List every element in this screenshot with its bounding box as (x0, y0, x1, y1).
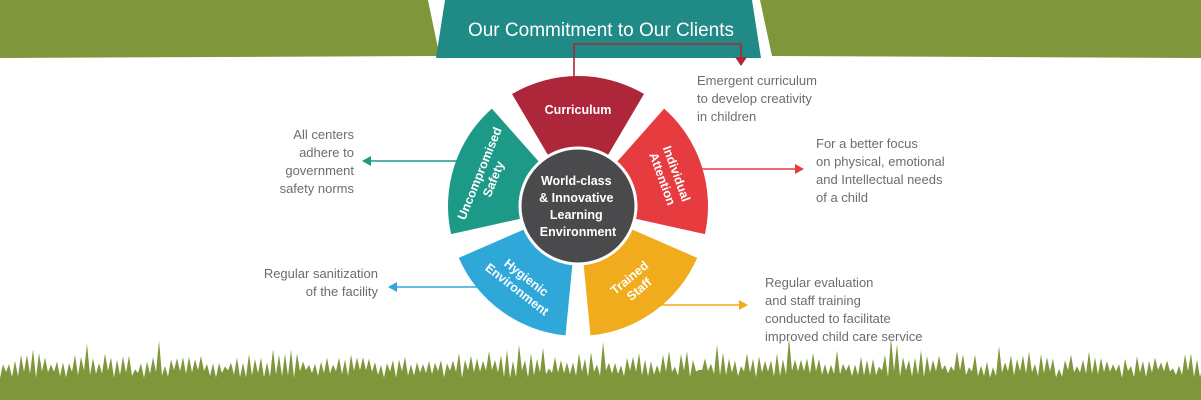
banner-title: Our Commitment to Our Clients (468, 20, 734, 41)
arrowhead-trained-staff (739, 300, 748, 310)
title-connector-arrow (735, 57, 747, 66)
arrowhead-uncompromised-safety (362, 156, 371, 166)
top-green-band-left (0, 0, 440, 58)
arrowhead-individual-attention (795, 164, 804, 174)
note-trained-staff: Regular evaluation and staff training co… (765, 274, 923, 346)
note-individual-attention: For a better focus on physical, emotiona… (816, 135, 945, 207)
arrowhead-hygienic-environment (388, 282, 397, 292)
note-curriculum: Emergent curriculum to develop creativit… (697, 72, 817, 126)
grass-strip (0, 338, 1201, 400)
center-hub (520, 148, 636, 264)
top-green-band-right (760, 0, 1201, 58)
segment-label-curriculum: Curriculum (545, 103, 612, 117)
note-uncompromised-safety: All centers adhere to government safety … (280, 126, 354, 198)
note-hygienic-environment: Regular sanitization of the facility (264, 265, 378, 301)
